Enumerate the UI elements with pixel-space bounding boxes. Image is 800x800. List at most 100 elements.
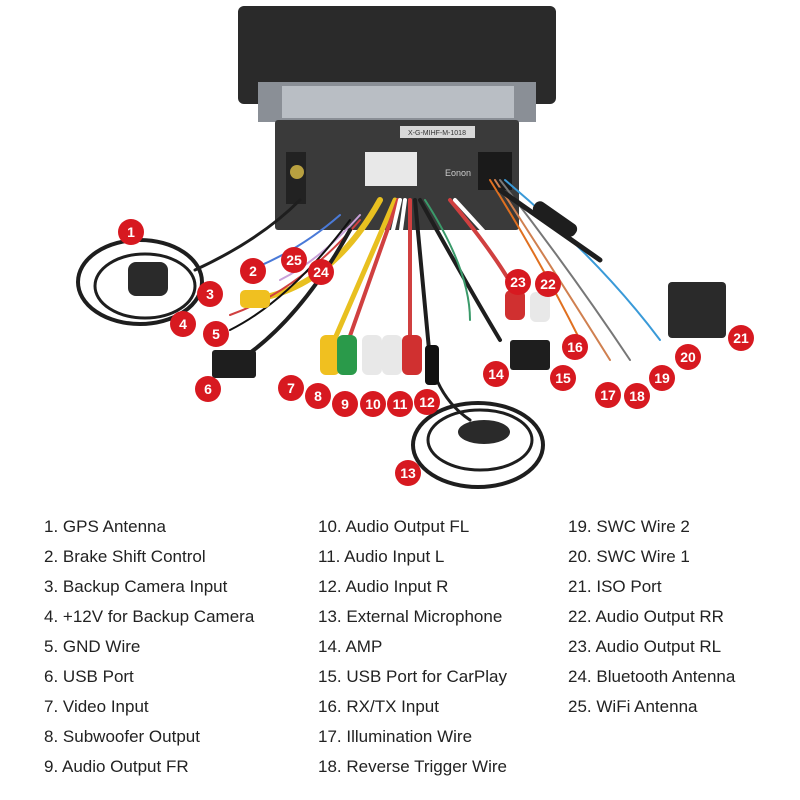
marker-18: 18 [624, 383, 650, 409]
svg-text:14: 14 [488, 366, 504, 382]
svg-text:16: 16 [567, 339, 583, 355]
legend-label: SWC Wire 1 [596, 547, 690, 566]
legend-item-15: 15. USB Port for CarPlay [318, 667, 507, 686]
marker-21: 21 [728, 325, 754, 351]
legend-label: RX/TX Input [346, 697, 439, 716]
legend-column-1: 1. GPS Antenna 2. Brake Shift Control 3. B… [44, 512, 254, 782]
legend-item-21: 21. ISO Port [568, 577, 662, 596]
legend-number: 22 [568, 607, 587, 626]
legend-label: Illumination Wire [346, 727, 473, 746]
legend-number: 2 [44, 547, 54, 566]
svg-text:4: 4 [179, 316, 187, 332]
marker-14: 14 [483, 361, 509, 387]
legend-label: Audio Output RR [595, 607, 724, 626]
legend-number: 19 [568, 517, 587, 536]
legend-item-1: 1. GPS Antenna [44, 517, 166, 536]
legend-label: Reverse Trigger Wire [346, 757, 507, 776]
legend-label: USB Port [62, 667, 134, 686]
marker-9: 9 [332, 391, 358, 417]
svg-text:1: 1 [127, 224, 135, 240]
legend-number: 24 [568, 667, 587, 686]
legend-number: 23 [568, 637, 587, 656]
legend-item-16: 16. RX/TX Input [318, 697, 439, 716]
legend-number: 6 [44, 667, 54, 686]
svg-text:10: 10 [365, 396, 381, 412]
marker-17: 17 [595, 382, 621, 408]
legend-item-10: 10. Audio Output FL [318, 517, 470, 536]
svg-text:5: 5 [212, 326, 220, 342]
svg-text:15: 15 [555, 370, 571, 386]
svg-text:25: 25 [286, 252, 302, 268]
svg-text:6: 6 [204, 381, 212, 397]
legend-item-9: 9. Audio Output FR [44, 757, 189, 776]
legend-item-11: 11. Audio Input L [318, 547, 445, 566]
legend-number: 13 [318, 607, 337, 626]
legend-number: 12 [318, 577, 337, 596]
legend-item-17: 17. Illumination Wire [318, 727, 473, 746]
legend-number: 16 [318, 697, 337, 716]
legend-label: GND Wire [62, 637, 141, 656]
legend-number: 20 [568, 547, 587, 566]
marker-6: 6 [195, 376, 221, 402]
svg-text:19: 19 [654, 370, 670, 386]
marker-10: 10 [360, 391, 386, 417]
svg-text:24: 24 [313, 264, 329, 280]
legend-item-4: 4. +12V for Backup Camera [44, 607, 255, 626]
legend-item-22: 22. Audio Output RR [568, 607, 724, 626]
legend-label: GPS Antenna [62, 517, 166, 536]
legend-item-14: 14. AMP [318, 637, 383, 656]
legend-number: 18 [318, 757, 337, 776]
svg-text:2: 2 [249, 263, 257, 279]
marker-25: 25 [281, 247, 307, 273]
legend-number: 3 [44, 577, 54, 596]
svg-text:3: 3 [206, 286, 214, 302]
legend-number: 10 [318, 517, 337, 536]
svg-text:23: 23 [510, 274, 526, 290]
marker-3: 3 [197, 281, 223, 307]
svg-text:20: 20 [680, 349, 696, 365]
svg-text:13: 13 [400, 465, 416, 481]
marker-2: 2 [240, 258, 266, 284]
legend-number: 11 [318, 547, 336, 566]
legend-number: 15 [318, 667, 337, 686]
marker-12: 12 [414, 389, 440, 415]
gps-antenna-icon [128, 262, 168, 296]
legend-number: 25 [568, 697, 587, 716]
legend-label: Backup Camera Input [62, 577, 228, 596]
legend-label: USB Port for CarPlay [346, 667, 507, 686]
marker-7: 7 [278, 375, 304, 401]
legend-item-7: 7. Video Input [44, 697, 149, 716]
microphone-icon [458, 420, 510, 444]
legend-item-23: 23. Audio Output RL [568, 637, 722, 656]
legend-item-25: 25. WiFi Antenna [568, 697, 698, 716]
legend-label: ISO Port [596, 577, 662, 596]
unit-label-plate: X-G-MIHF-M-1018 [408, 130, 466, 137]
legend-number: 14 [318, 637, 337, 656]
gps-connector-icon [290, 165, 304, 179]
legend-number: 4 [44, 607, 54, 626]
marker-20: 20 [675, 344, 701, 370]
legend-label: External Microphone [346, 607, 503, 626]
legend-label: Subwoofer Output [62, 727, 200, 746]
legend-label: +12V for Backup Camera [62, 607, 255, 626]
unit-brand: Eonon [445, 168, 471, 178]
marker-24: 24 [308, 259, 334, 285]
marker-11: 11 [387, 391, 413, 417]
legend-item-13: 13. External Microphone [318, 607, 503, 626]
legend-number: 21 [568, 577, 587, 596]
legend-item-8: 8. Subwoofer Output [44, 727, 200, 746]
marker-19: 19 [649, 365, 675, 391]
legend-label: Brake Shift Control [62, 547, 206, 566]
wiring-diagram: X-G-MIHF-M-1018 Eonon [76, 6, 754, 489]
legend-item-18: 18. Reverse Trigger Wire [318, 757, 507, 776]
legend-label: Audio Input L [344, 547, 445, 566]
legend-item-3: 3. Backup Camera Input [44, 577, 228, 596]
legend-number: 8 [44, 727, 54, 746]
rca-plugs [240, 290, 550, 385]
legend-label: Audio Input R [345, 577, 449, 596]
legend-item-2: 2. Brake Shift Control [44, 547, 206, 566]
svg-text:9: 9 [341, 396, 349, 412]
marker-16: 16 [562, 334, 588, 360]
